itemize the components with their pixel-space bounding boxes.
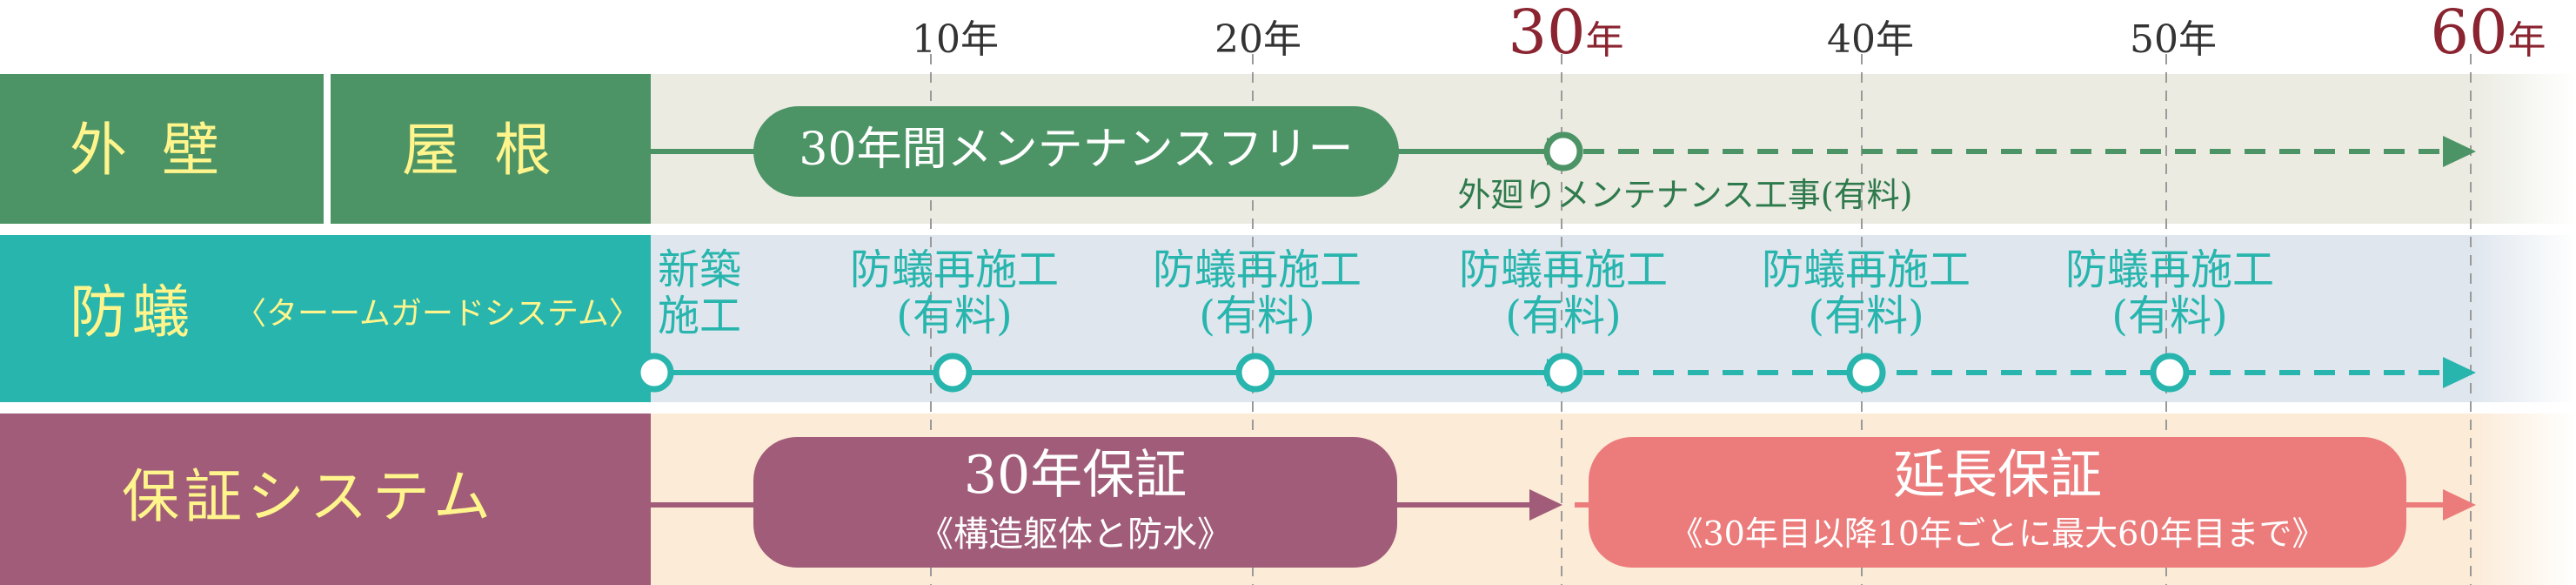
termite-re-20-line2: (有料) bbox=[1199, 291, 1315, 340]
termite-line bbox=[634, 353, 2476, 393]
termite-first-label: 新築施工 bbox=[658, 247, 741, 340]
termite-re-40-line2: (有料) bbox=[1808, 291, 1924, 340]
termite-re-30-line2: (有料) bbox=[1505, 291, 1622, 340]
tick-60-unit: 年 bbox=[2507, 18, 2546, 63]
tick-10: 10年 bbox=[912, 17, 999, 62]
warranty-pill2-main: 延長保証 bbox=[1893, 445, 2102, 506]
exterior-pill-label: 30年間メンテナンスフリー bbox=[799, 124, 1354, 176]
tick-30-unit: 年 bbox=[1585, 18, 1624, 63]
header-exterior-label-1: 外壁 bbox=[70, 117, 254, 184]
exterior-pill-shape bbox=[753, 106, 1399, 197]
termite-first-line2: 施工 bbox=[658, 291, 742, 340]
warranty-pill2-sub: 《30年目以降10年ごとに最大60年目まで》 bbox=[1669, 514, 2325, 553]
warranty-pill1-main: 30年保証 bbox=[963, 445, 1188, 506]
header-termite-label: 防蟻 bbox=[70, 279, 195, 346]
tick-60: 60年 bbox=[2430, 2, 2546, 63]
header-warranty-label: 保証システム bbox=[122, 463, 497, 530]
tick-60-num: 60 bbox=[2430, 0, 2508, 68]
header-exterior-b bbox=[331, 74, 651, 224]
tick-50: 50年 bbox=[2130, 17, 2217, 62]
termite-first-line1: 新築 bbox=[658, 245, 742, 294]
warranty-pill1-sub: 《構造躯体と防水》 bbox=[919, 514, 1232, 555]
warranty-pill1-shape bbox=[753, 437, 1397, 568]
header-warranty bbox=[0, 414, 651, 585]
termite-re-30: 防蟻再施工(有料) bbox=[1459, 247, 1668, 340]
termite-re-50-line2: (有料) bbox=[2111, 291, 2228, 340]
tick-20: 20年 bbox=[1214, 17, 1301, 62]
termite-re-50: 防蟻再施工(有料) bbox=[2065, 247, 2274, 340]
termite-re-50-line1: 防蟻再施工 bbox=[2064, 245, 2275, 294]
termite-re-40: 防蟻再施工(有料) bbox=[1762, 247, 1970, 340]
termite-re-30-line1: 防蟻再施工 bbox=[1458, 245, 1669, 294]
termite-re-20-line1: 防蟻再施工 bbox=[1152, 245, 1362, 294]
termite-re-10-line2: (有料) bbox=[896, 291, 1013, 340]
termite-re-40-line1: 防蟻再施工 bbox=[1761, 245, 1971, 294]
tick-40: 40年 bbox=[1827, 17, 1914, 62]
warranty-pill2-shape bbox=[1589, 437, 2406, 568]
tick-30-num: 30 bbox=[1508, 0, 1586, 68]
header-exterior-a bbox=[0, 74, 324, 224]
header-exterior-label-2: 屋根 bbox=[402, 117, 586, 184]
header-termite bbox=[0, 235, 651, 402]
termite-re-10: 防蟻再施工(有料) bbox=[850, 247, 1059, 340]
tick-30: 30年 bbox=[1508, 2, 1623, 63]
termite-re-20: 防蟻再施工(有料) bbox=[1153, 247, 1362, 340]
termite-re-10-line1: 防蟻再施工 bbox=[849, 245, 1060, 294]
right-fade bbox=[2471, 74, 2576, 585]
exterior-note: 外廻りメンテナンス工事(有料) bbox=[1457, 176, 1913, 214]
header-termite-sub: 〈ターームガードシステム〉 bbox=[235, 296, 640, 332]
